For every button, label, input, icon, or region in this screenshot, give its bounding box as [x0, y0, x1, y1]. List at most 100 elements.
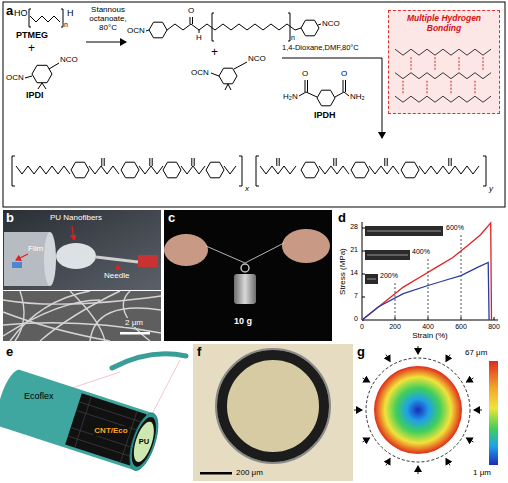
chemical-scheme-part: [228, 84, 231, 90]
subscript: n: [291, 34, 295, 42]
polymer-chain-part: [163, 162, 181, 178]
thickness-map-part-part: [467, 378, 474, 382]
weight-photo-part: [206, 243, 284, 263]
electrospinning-photo-part: [138, 255, 158, 267]
chemical-scheme-part: [49, 63, 59, 69]
thickness-map: [354, 346, 498, 474]
axis-tick: 14: [338, 269, 358, 277]
highlight-box: Multiple Hydrogen Bonding: [388, 10, 500, 114]
sem-image-part: [3, 300, 100, 336]
coaxial-fiber-illustration-part: [0, 367, 164, 474]
stress-strain-chart-part: [365, 250, 410, 260]
panel-letter: f: [197, 345, 201, 360]
stress-strain-chart-part: [367, 279, 376, 280]
chemical-scheme-part: [301, 20, 319, 36]
group-label: OCN: [6, 73, 24, 82]
axis-tick: 7: [338, 292, 358, 300]
atom-label: H: [67, 8, 74, 18]
reaction-condition: 1,4-Dioxane,DMF,80°C: [282, 44, 359, 53]
thickness-map-part-part: [354, 410, 362, 411]
sem-image-part: [15, 291, 24, 341]
chemical-scheme-part: [30, 16, 60, 22]
stress-strain-chart-part: [362, 228, 494, 320]
polymer-chain-part: [387, 158, 388, 166]
scale-label: 200 μm: [236, 468, 263, 477]
chemical-scheme-part: [344, 92, 349, 96]
sem-image-part: [3, 291, 161, 341]
weight-label: 10 g: [234, 316, 252, 326]
chemical-scheme-part: [343, 80, 344, 92]
polymer-chain-part: [256, 156, 259, 186]
polymer-chain-part: [194, 158, 195, 166]
chemical-scheme-part: [318, 24, 321, 25]
cross-section-image-part: [193, 344, 353, 481]
axis-tick: 21: [338, 246, 358, 254]
thickness-map-part-part: [418, 346, 419, 354]
thickness-map-part: [366, 358, 470, 462]
polymer-chain-part: [276, 158, 277, 166]
polymer-chain-part: [333, 158, 334, 166]
group-label: NCO: [322, 19, 340, 28]
stress-strain-chart-part-part: [362, 228, 365, 229]
atom-label: O: [188, 6, 194, 15]
polymer-chain-part: [152, 158, 153, 166]
coaxial-fiber-illustration-part-part: [124, 410, 163, 474]
chemical-scheme-part: [32, 65, 52, 82]
axis-tick: 600: [449, 323, 473, 331]
chemical-scheme-part: [335, 92, 344, 97]
polymer-chain-part: [104, 158, 105, 166]
coaxial-fiber-illustration-part-part: [127, 414, 161, 469]
chemical-scheme-part: [190, 17, 191, 24]
compound-name: PTMEG: [16, 30, 48, 40]
cross-section-image: [193, 344, 353, 481]
hbond-structure-part: [475, 80, 476, 94]
polymer-chain-part: [239, 156, 242, 186]
chemical-scheme-part: [211, 73, 219, 76]
hbond-structure-part: [459, 57, 460, 71]
colorbar-label: 67 μm: [465, 348, 487, 357]
polymer-chain-part: [419, 166, 479, 174]
stress-strain-chart-part-part: [428, 317, 429, 320]
stress-strain-chart-part-part: [395, 283, 396, 319]
electrospinning-photo-part: [44, 232, 56, 286]
polymer-chain-part: [206, 162, 224, 178]
chemical-scheme-part: [317, 90, 335, 106]
electrospinning-photo-part: [12, 262, 22, 268]
stress-strain-chart-part: [362, 223, 492, 320]
polymer-chain-part: [384, 158, 385, 166]
stress-strain-chart-part: [362, 262, 489, 320]
sem-image-part: [40, 291, 120, 341]
weight-photo-part: [164, 234, 208, 266]
polymer-chain-part: [121, 162, 139, 178]
polymer-chain-part: [71, 162, 89, 178]
scale-label: 2 μm: [124, 318, 144, 327]
chemical-scheme-part: [42, 83, 46, 89]
polymer-chain-part: [89, 166, 119, 174]
electrospinning-photo: [3, 210, 161, 290]
panel-letter: a: [6, 4, 13, 19]
chemical-scheme-part: [38, 83, 42, 89]
electrospinning-photo-part: [56, 243, 96, 269]
panel-letter: c: [168, 211, 175, 226]
chemical-scheme-part: [215, 24, 301, 30]
weight-photo: [164, 210, 332, 341]
chemical-scheme-part: [219, 68, 237, 84]
layer-label: PU: [139, 438, 149, 447]
stress-strain-chart: [362, 222, 498, 320]
polymer-chain-part: [224, 166, 236, 174]
cross-section-image-part: [200, 472, 232, 475]
polymer-chain-part: [191, 158, 192, 166]
atom-label: O: [341, 69, 347, 78]
hbond-structure-part: [411, 57, 412, 71]
compound-name: IPDH: [314, 110, 336, 120]
polymer-chain-part: [181, 166, 205, 174]
thickness-map-part: [489, 361, 498, 465]
electrospinning-photo-part: [72, 226, 74, 240]
polymer-chain-part: [369, 166, 399, 174]
part-label: PU Nanofibers: [50, 213, 102, 222]
group-label: OCN: [191, 68, 209, 77]
axis-tick: 400: [416, 323, 440, 331]
colorbar-label: 1 μm: [473, 468, 491, 477]
thickness-map-part-part: [386, 355, 390, 362]
